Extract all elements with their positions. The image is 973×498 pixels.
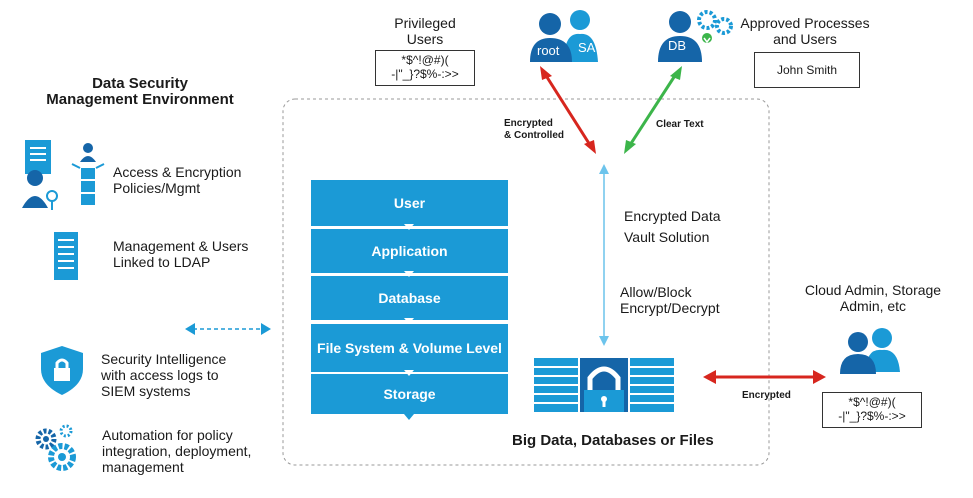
policy-document-icon xyxy=(22,140,105,210)
root-label: root xyxy=(537,43,560,58)
shield-lock-icon xyxy=(41,346,83,395)
gears-icon xyxy=(35,424,76,471)
privileged-users-icon xyxy=(530,10,598,62)
approved-processes-title: Approved Processes and Users xyxy=(740,15,870,47)
connector-arrow-icon xyxy=(185,323,271,335)
approved-process-icon xyxy=(658,10,733,62)
stack-layer-storage: Storage xyxy=(311,374,508,414)
cloud-admin-title: Cloud Admin, Storage Admin, etc xyxy=(804,282,942,314)
privileged-scrambled-box: *$^!@#)( -|"_}?$%-:>> xyxy=(375,50,475,86)
vault-actions: Allow/Block Encrypt/Decrypt xyxy=(620,284,720,316)
encrypted-controlled-label: Encrypted & Controlled xyxy=(504,118,564,141)
left-item-label-1: Access & Encryption Policies/Mgmt xyxy=(113,164,242,196)
encrypted-label: Encrypted xyxy=(742,390,791,401)
vault-storage-icon xyxy=(534,358,674,412)
stack-layer-application: Application xyxy=(311,229,508,273)
cloud-scrambled-box: *$^!@#)( -|"_}?$%-:>> xyxy=(822,392,922,428)
db-label: DB xyxy=(668,38,687,53)
stack-layer-filesystem: File System & Volume Level xyxy=(311,324,508,372)
clear-text-arrow xyxy=(628,73,678,146)
left-item-label-2: Management & Users Linked to LDAP xyxy=(113,238,249,270)
vault-title: Encrypted Data Vault Solution xyxy=(624,208,721,245)
sa-label: SA xyxy=(578,40,596,55)
clear-text-label: Clear Text xyxy=(656,119,704,130)
big-data-label: Big Data, Databases or Files xyxy=(512,432,714,449)
left-panel-title: Data Security Management Environment xyxy=(46,75,234,108)
stack-layer-user: User xyxy=(311,180,508,226)
encrypted-controlled-arrow xyxy=(543,73,592,146)
privileged-users-title: Privileged Users xyxy=(394,15,456,47)
server-icon xyxy=(54,232,78,280)
left-item-label-3: Security Intelligence with access logs t… xyxy=(101,351,227,399)
cloud-admin-icon xyxy=(840,328,900,374)
left-item-label-4: Automation for policy integration, deplo… xyxy=(102,427,252,475)
stack-layer-database: Database xyxy=(311,276,508,320)
approved-user-box: John Smith xyxy=(754,52,860,88)
